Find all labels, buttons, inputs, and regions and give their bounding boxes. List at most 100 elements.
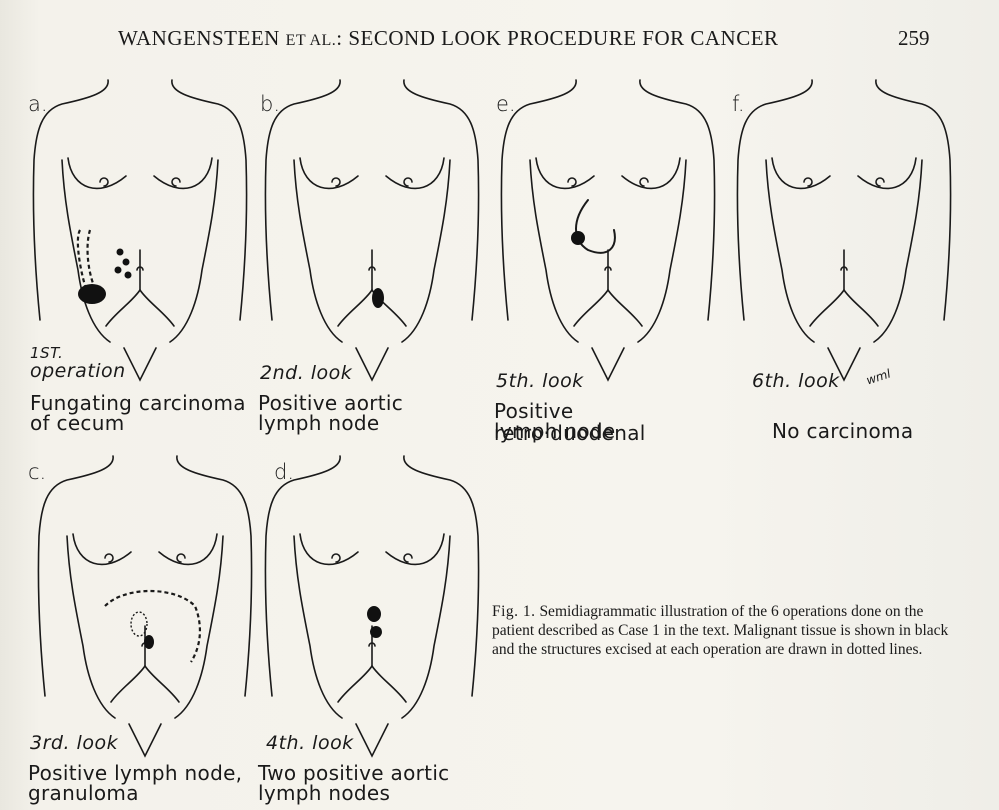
- figure-panel-c: c. 3rd. look Positive lymph node, granul…: [20, 456, 270, 806]
- panel-caption-c-line2: granuloma: [28, 782, 139, 804]
- iliac-right: [372, 666, 406, 702]
- breast-right-outline: [386, 534, 444, 564]
- nipple-right: [172, 178, 180, 186]
- panel-letter-f: f.: [732, 92, 745, 116]
- iliac-left: [810, 290, 844, 326]
- torso-right-outline: [177, 456, 252, 696]
- stage-label-e: 5th. look: [496, 370, 584, 392]
- figure-panel-b: b. 2nd. look Positive aortic lymph node: [252, 80, 492, 420]
- iliac-left: [338, 290, 372, 326]
- torso-c-drawing: [20, 456, 270, 756]
- breast-left-outline: [536, 158, 594, 188]
- torso-b-drawing: [252, 80, 492, 380]
- figure-panel-f: f. 6th. look No carcinoma: [724, 80, 964, 450]
- torso-left-outline: [265, 80, 340, 320]
- lymph-node-3: [125, 272, 132, 279]
- pubic-v: [356, 348, 388, 380]
- torso-left-outline: [737, 80, 812, 320]
- stage-label-d: 4th. look: [266, 732, 354, 754]
- figure-label: Fig. 1.: [492, 603, 536, 620]
- nipple-left: [332, 554, 340, 562]
- iliac-left: [338, 666, 372, 702]
- torso-e-drawing: [488, 80, 728, 400]
- breast-right-outline: [622, 158, 680, 188]
- torso-right-outline: [404, 456, 479, 696]
- torso-f-drawing: [724, 80, 964, 400]
- panel-caption-f: No carcinoma: [772, 420, 913, 442]
- tumor-retroduodenal-node: [571, 231, 585, 245]
- page-number: 259: [898, 26, 930, 51]
- torso-left-outline: [38, 456, 113, 696]
- torso-right-outline: [172, 80, 247, 320]
- tumor-aortic-node: [372, 288, 384, 308]
- nipple-left: [332, 178, 340, 186]
- granuloma: [131, 612, 147, 636]
- breast-right-outline: [159, 534, 217, 564]
- figure-panel-e: e. 5th. look Positive retro·duodenal lym…: [488, 80, 728, 450]
- lymph-node-2: [115, 267, 122, 274]
- stage-label-c: 3rd. look: [30, 732, 118, 754]
- stage-label-b: 2nd. look: [260, 362, 352, 384]
- lymph-node-0: [117, 249, 124, 256]
- pubic-v: [356, 724, 388, 756]
- running-title-main: WANGENSTEEN: [118, 26, 280, 50]
- nipple-left: [105, 554, 113, 562]
- torso-right-outline: [640, 80, 715, 320]
- breast-left-outline: [300, 158, 358, 188]
- torso-d-drawing: [252, 456, 492, 756]
- figure-caption-text: Semidiagrammatic illustration of the 6 o…: [492, 603, 948, 658]
- running-header: WANGENSTEEN ET AL.: SECOND LOOK PROCEDUR…: [118, 26, 878, 51]
- nipple-left: [804, 178, 812, 186]
- iliac-left: [106, 290, 140, 326]
- nipple-right: [640, 178, 648, 186]
- panel-letter-e: e.: [496, 92, 516, 116]
- breast-left-outline: [772, 158, 830, 188]
- tumor-aortic-node-lower: [370, 626, 382, 638]
- duodenum-outline: [576, 200, 615, 253]
- figure-caption: Fig. 1. Semidiagrammatic illustration of…: [492, 602, 962, 659]
- nipple-right: [177, 554, 185, 562]
- stage-label-f: 6th. look: [752, 370, 840, 392]
- torso-right-outline: [404, 80, 479, 320]
- breast-left-outline: [73, 534, 131, 564]
- nipple-right: [404, 178, 412, 186]
- running-title-etal: ET AL.: [286, 32, 337, 49]
- tumor-lymph-node: [144, 635, 154, 649]
- nipple-left: [100, 178, 108, 186]
- panel-caption-a-line2: of cecum: [30, 412, 125, 434]
- panel-letter-b: b.: [260, 92, 280, 116]
- iliac-right: [140, 290, 174, 326]
- breast-right-outline: [154, 158, 212, 188]
- tumor-cecum: [78, 284, 106, 304]
- panel-caption-d-line2: lymph nodes: [258, 782, 390, 804]
- pubic-v: [124, 348, 156, 380]
- pubic-v: [592, 348, 624, 380]
- iliac-left: [574, 290, 608, 326]
- stage-label-a-line2: operation: [30, 360, 126, 382]
- excised-transverse-colon: [105, 591, 200, 662]
- breast-right-outline: [858, 158, 916, 188]
- panel-letter-c: c.: [28, 460, 46, 484]
- nipple-right: [404, 554, 412, 562]
- panel-caption-b-line2: lymph node: [258, 412, 380, 434]
- figure-panel-a: a. 1ST. operation Fungating carcinoma of…: [20, 80, 260, 420]
- breast-left-outline: [300, 534, 358, 564]
- running-title-rest: : SECOND LOOK PROCEDURE FOR CANCER: [336, 26, 778, 50]
- iliac-left: [111, 666, 145, 702]
- panel-caption-e-line2: lymph node: [494, 420, 616, 442]
- nipple-left: [568, 178, 576, 186]
- torso-left-outline: [501, 80, 576, 320]
- lymph-node-1: [123, 259, 130, 266]
- iliac-right: [608, 290, 642, 326]
- nipple-right: [876, 178, 884, 186]
- iliac-right: [145, 666, 179, 702]
- torso-right-outline: [876, 80, 951, 320]
- torso-left-outline: [265, 456, 340, 696]
- torso-left-outline: [33, 80, 108, 320]
- panel-letter-a: a.: [28, 92, 48, 116]
- tumor-aortic-node-upper: [367, 606, 381, 622]
- panel-letter-d: d.: [274, 460, 294, 484]
- figure-panel-d: d. 4th. look Two positive aortic lymph n…: [252, 456, 492, 806]
- torso-a-drawing: [20, 80, 260, 380]
